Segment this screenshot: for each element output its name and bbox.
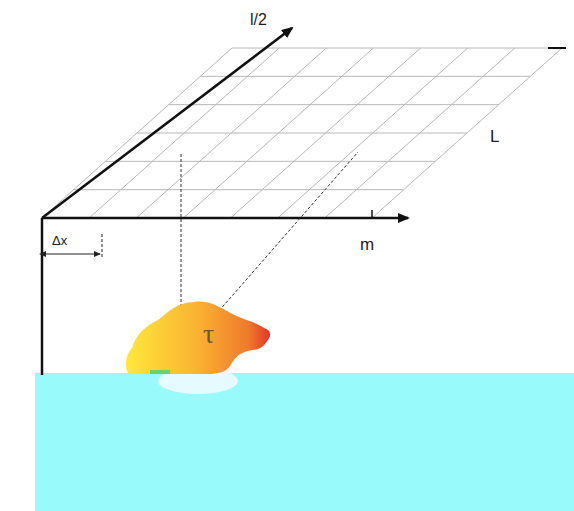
water <box>35 373 574 511</box>
tension-symbol: τ <box>203 320 214 348</box>
axis-label: l/2 <box>250 12 267 28</box>
body-shape <box>122 294 276 396</box>
axis-label: L <box>490 128 499 145</box>
axis-label: m <box>360 236 374 253</box>
axis-label: Δx <box>52 234 67 247</box>
grid <box>42 48 562 218</box>
floating-body: τ <box>122 294 276 396</box>
